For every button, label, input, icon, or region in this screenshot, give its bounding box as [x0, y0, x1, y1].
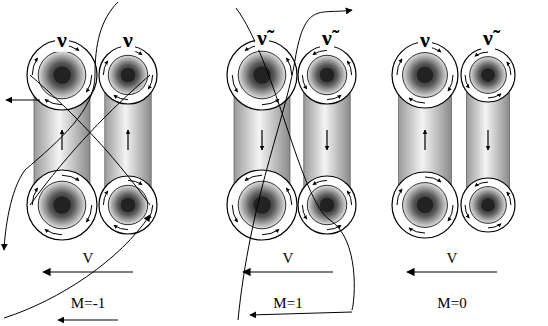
flow-line: [30, 75, 150, 205]
species-label: ν̃: [255, 26, 269, 50]
flow-line: [30, 75, 150, 205]
species-label: ν̃: [320, 26, 334, 50]
flow-line: [236, 8, 354, 310]
velocity-label: V: [445, 250, 460, 267]
spin-label: M=-1: [69, 295, 107, 312]
species-label: ν: [418, 28, 432, 52]
flow-line: [4, 215, 150, 318]
velocity-arrow: [43, 271, 133, 272]
species-label: ν: [55, 28, 69, 52]
velocity-arrow: [407, 271, 497, 272]
flow-line: [4, 2, 118, 250]
spin-label: M=0: [435, 295, 468, 312]
vortex-cylinder: [27, 40, 97, 240]
flow-line: [238, 10, 352, 320]
vortex-cylinder: [227, 40, 297, 240]
vortex-cylinder: [392, 42, 458, 238]
velocity-arrow: [243, 271, 333, 272]
spin-label: M=1: [271, 295, 304, 312]
species-label: ν̃: [481, 26, 495, 50]
flow-line: [250, 312, 352, 315]
species-label: ν: [121, 28, 135, 52]
flow-line: [6, 100, 40, 101]
velocity-label: V: [281, 250, 296, 267]
vortex-cylinder: [298, 46, 356, 234]
spin-arrow: [58, 320, 118, 321]
vortex-cylinder: [461, 48, 515, 232]
velocity-label: V: [81, 250, 96, 267]
vortex-cylinder: [99, 46, 157, 234]
